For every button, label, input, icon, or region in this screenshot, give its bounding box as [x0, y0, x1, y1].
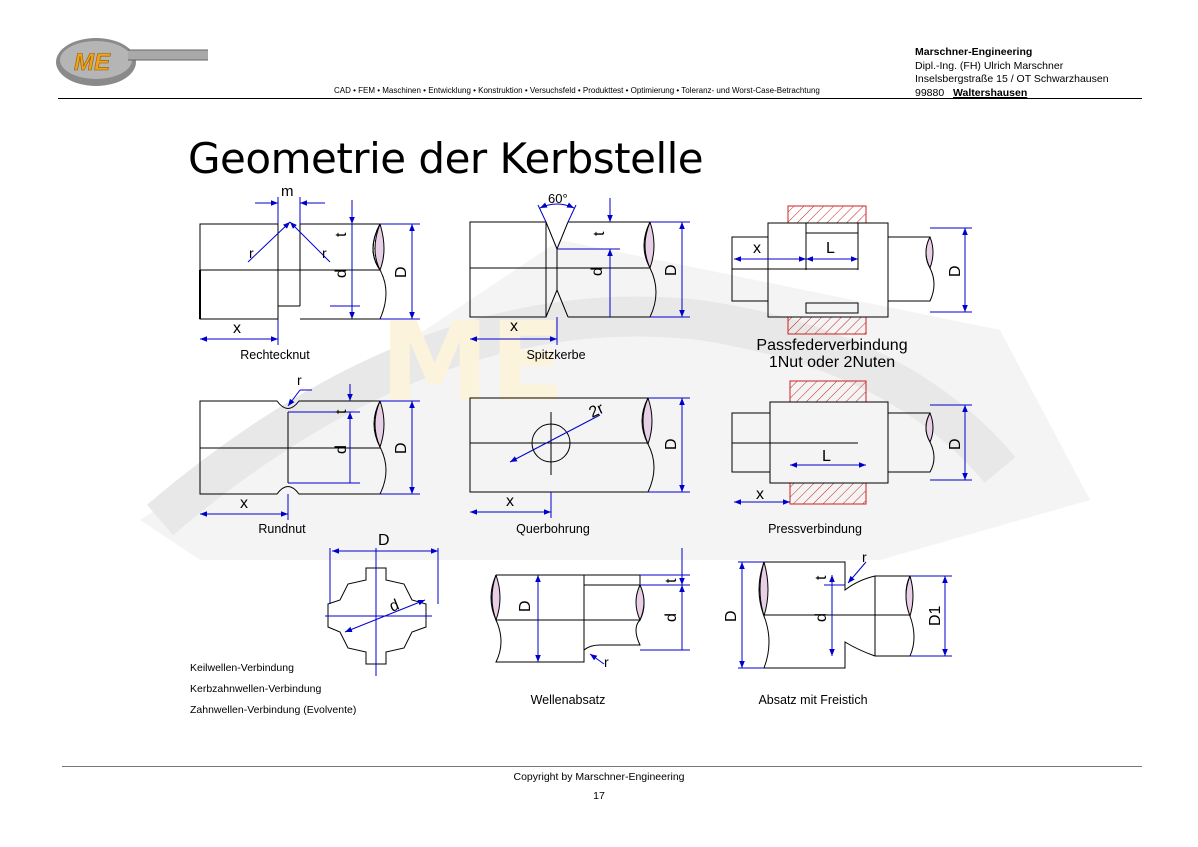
label-D: D — [947, 438, 964, 450]
label-D: D — [393, 442, 410, 454]
caption-rechtecknut: Rechtecknut — [240, 348, 310, 362]
postcode: 99880 — [915, 86, 945, 99]
label-D: D — [663, 264, 680, 276]
caption-keilwellen: Keilwellen-Verbindung — [190, 662, 294, 674]
copyright: Copyright by Marschner-Engineering — [513, 771, 685, 783]
figure-pressverbindung — [731, 380, 972, 505]
label-D: D — [393, 266, 410, 278]
label-D: D — [947, 265, 964, 277]
label-t: t — [591, 231, 608, 236]
watermark-logo: ME — [140, 240, 1090, 560]
city: Waltershausen — [952, 86, 1028, 99]
street: Inselsbergstraße 15 / OT Schwarzhausen — [915, 73, 1109, 85]
label-r: r — [862, 549, 867, 565]
caption-zahnwellen: Zahnwellen-Verbindung (Evolvente) — [190, 704, 356, 716]
caption-wellenabsatz: Wellenabsatz — [531, 693, 606, 707]
caption-querbohrung: Querbohrung — [516, 522, 590, 536]
label-r: r — [322, 245, 327, 261]
label-d: d — [663, 613, 680, 622]
owner-name: Dipl.-Ing. (FH) Ulrich Marschner — [915, 59, 1064, 72]
company-address: Marschner-Engineering Dipl.-Ing. (FH) Ul… — [915, 46, 1109, 100]
label-D: D — [723, 610, 740, 622]
page-number: 17 — [593, 790, 605, 802]
caption-pressverbindung: Pressverbindung — [768, 522, 862, 536]
label-d: d — [333, 269, 350, 278]
label-d: d — [813, 613, 830, 622]
figure-spitzkerbe — [469, 198, 690, 345]
label-m: m — [281, 183, 294, 200]
caption-kerbzahnwellen: Kerbzahnwellen-Verbindung — [190, 683, 322, 695]
label-t: t — [813, 575, 830, 580]
figure-freistich — [738, 561, 952, 669]
label-angle: 60° — [548, 191, 568, 206]
caption-passfeder: Passfederverbindung — [756, 337, 907, 354]
logo-text: ME — [74, 49, 111, 76]
label-x: x — [510, 318, 518, 335]
label-t: t — [333, 409, 350, 414]
label-r: r — [604, 654, 609, 670]
page-title: Geometrie der Kerbstelle — [188, 134, 704, 183]
label-r: r — [297, 372, 302, 388]
label-L: L — [826, 240, 835, 257]
label-r: r — [249, 245, 254, 261]
label-x: x — [506, 493, 514, 510]
caption-spitzkerbe: Spitzkerbe — [526, 348, 585, 362]
figure-wellenabsatz — [490, 548, 690, 665]
company-logo: ME — [56, 38, 208, 86]
label-x: x — [240, 495, 248, 512]
figure-keilwelle — [325, 548, 439, 676]
label-x: x — [756, 486, 764, 503]
label-t: t — [663, 578, 680, 583]
caption-freistich: Absatz mit Freistich — [758, 693, 867, 707]
figure-passfeder — [731, 205, 972, 335]
label-x: x — [233, 320, 241, 337]
label-D: D — [517, 600, 534, 612]
label-t: t — [333, 232, 350, 237]
label-D: D — [378, 532, 390, 549]
figure-rundnut — [199, 384, 420, 520]
label-x: x — [753, 240, 761, 257]
label-d: d — [333, 445, 350, 454]
figure-rechtecknut — [199, 197, 420, 345]
figure-querbohrung — [469, 397, 690, 518]
label-D1: D1 — [927, 605, 944, 626]
label-d: d — [589, 267, 606, 276]
services-line: CAD • FEM • Maschinen • Entwicklung • Ko… — [334, 86, 820, 95]
footer-rule — [62, 766, 1142, 767]
caption-passfeder-sub: 1Nut oder 2Nuten — [769, 354, 895, 371]
label-D: D — [663, 438, 680, 450]
label-L: L — [822, 448, 831, 465]
header-rule — [58, 98, 1142, 99]
caption-rundnut: Rundnut — [258, 522, 306, 536]
company-name: Marschner-Engineering — [915, 46, 1033, 58]
